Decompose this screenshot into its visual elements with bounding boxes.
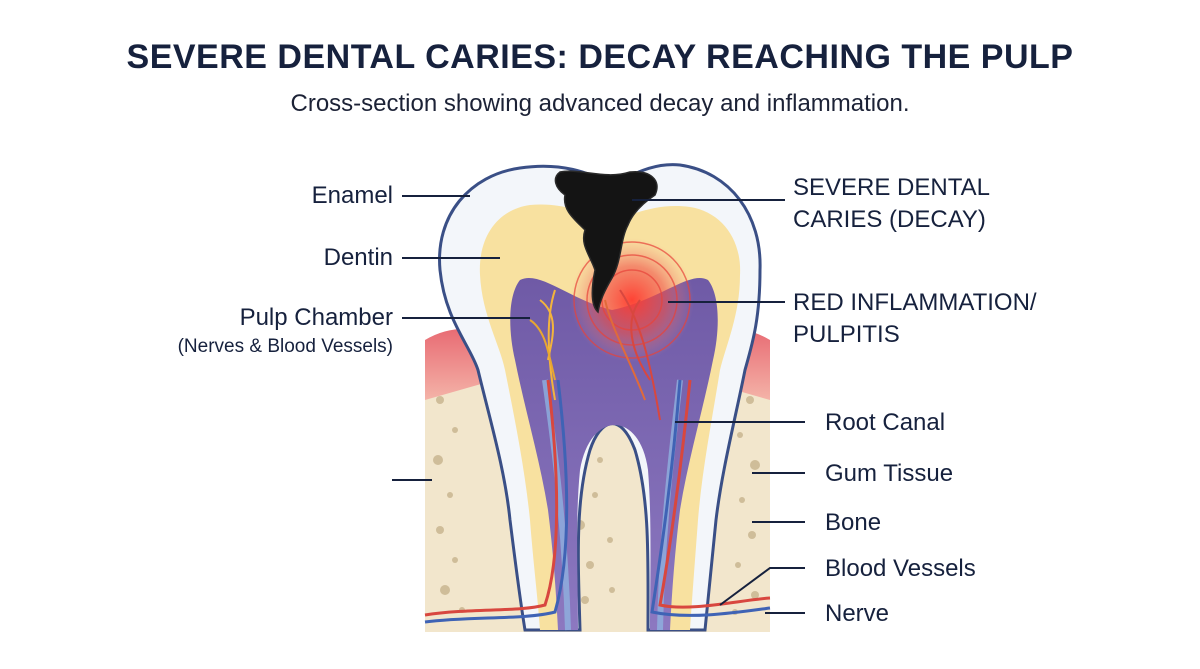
label-root-canal: Root Canal	[825, 409, 945, 436]
label-pulp-chamber-sub: (Nerves & Blood Vessels)	[178, 336, 393, 357]
label-inflammation-line2: PULPITIS	[793, 321, 900, 348]
diagram-subtitle: Cross-section showing advanced decay and…	[290, 90, 910, 117]
root-canal-left	[542, 379, 571, 631]
label-gum-tissue: Gum Tissue	[825, 460, 953, 487]
label-bone: Bone	[825, 509, 881, 536]
label-nerve: Nerve	[825, 600, 889, 627]
label-dentin: Dentin	[324, 244, 393, 271]
label-blood-vessels: Blood Vessels	[825, 555, 976, 582]
label-caries-line1: SEVERE DENTAL	[793, 174, 990, 201]
label-caries-line2: CARIES (DECAY)	[793, 206, 986, 233]
diagram-title: SEVERE DENTAL CARIES: DECAY REACHING THE…	[126, 38, 1074, 76]
label-enamel: Enamel	[312, 182, 393, 209]
pulp-nerve-branches	[529, 289, 661, 421]
blood-vessel-vein	[424, 379, 771, 624]
bone-pores	[433, 396, 760, 615]
label-pulp-chamber: Pulp Chamber	[240, 304, 393, 331]
label-inflammation-line1: RED INFLAMMATION/	[793, 289, 1037, 316]
leader-lines	[392, 195, 805, 614]
decay-cavity	[554, 170, 658, 314]
blood-vessel-artery	[424, 379, 771, 617]
